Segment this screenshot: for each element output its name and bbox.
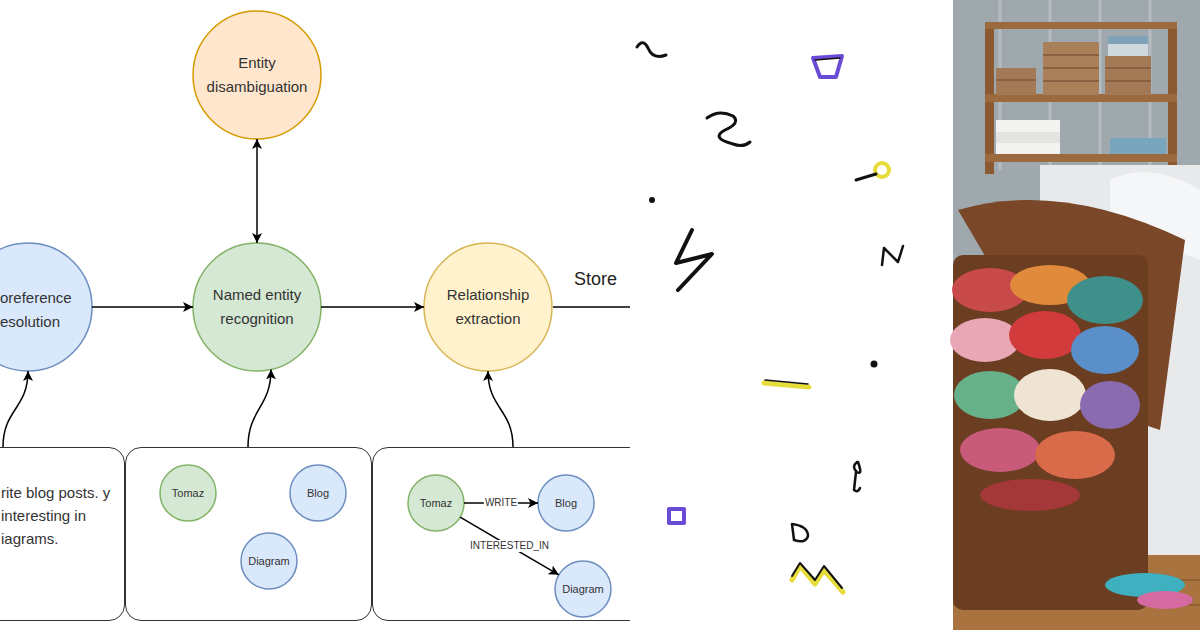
shelf-board bbox=[985, 94, 1177, 102]
circle-outline bbox=[423, 242, 553, 372]
clothes bbox=[1080, 381, 1140, 429]
circle-shape bbox=[290, 465, 346, 521]
clothes bbox=[960, 428, 1040, 472]
wall bbox=[953, 0, 1200, 630]
clothes bbox=[1009, 311, 1081, 359]
square bbox=[669, 509, 684, 523]
squiggle bbox=[856, 174, 876, 180]
store-line bbox=[553, 306, 630, 308]
basket bbox=[1105, 56, 1151, 95]
squiggle bbox=[637, 43, 666, 57]
zigzag bbox=[676, 230, 712, 290]
towel bbox=[996, 132, 1060, 143]
connector-arrow bbox=[460, 517, 559, 575]
node-text: Relationship extraction bbox=[432, 283, 544, 331]
dot bbox=[649, 197, 655, 203]
dot bbox=[871, 361, 878, 368]
basket bbox=[996, 68, 1036, 95]
process-circle: oreference esolution bbox=[0, 242, 93, 372]
letter-d bbox=[792, 524, 808, 541]
clothes bbox=[1067, 276, 1143, 324]
circle-shape bbox=[555, 561, 611, 617]
clothes bbox=[1035, 431, 1115, 479]
shelf-board bbox=[985, 22, 1177, 29]
node-text: Blog bbox=[539, 496, 593, 510]
circle-shape bbox=[193, 11, 321, 139]
node-text: Tomaz bbox=[161, 486, 215, 500]
circle-shape bbox=[160, 465, 216, 521]
squiggle bbox=[765, 380, 808, 384]
free-label: Store bbox=[574, 268, 617, 290]
connector-arrow bbox=[3, 371, 28, 447]
clothes-on-floor bbox=[1137, 591, 1193, 609]
clothes bbox=[1071, 326, 1139, 374]
connector-arrow bbox=[256, 139, 258, 243]
circle-shape bbox=[538, 475, 594, 531]
basket-weave bbox=[996, 55, 1151, 81]
node-text: Diagram bbox=[242, 554, 296, 568]
entity-circle: Diagram bbox=[554, 560, 612, 618]
towel bbox=[1110, 138, 1166, 154]
towel bbox=[996, 120, 1060, 132]
circle-shape bbox=[193, 243, 321, 371]
entity-circle: Blog bbox=[537, 474, 595, 532]
edge-label: WRITE bbox=[484, 497, 518, 509]
suitcase-body bbox=[953, 255, 1148, 610]
entity-circle: Blog bbox=[289, 464, 347, 522]
example-box: rite blog posts. y interesting in iagram… bbox=[0, 447, 125, 621]
connector-arrow bbox=[92, 306, 193, 308]
node-text: Entity disambiguation bbox=[201, 51, 313, 99]
clothes bbox=[1014, 369, 1086, 421]
letter-n bbox=[882, 246, 903, 265]
circle-shape bbox=[241, 533, 297, 589]
node-text: Tomaz bbox=[409, 496, 463, 510]
node-text: oreference esolution bbox=[0, 286, 76, 334]
zigzag bbox=[792, 563, 842, 588]
circle-shape bbox=[424, 243, 552, 371]
node-text: Blog bbox=[291, 486, 345, 500]
connector-layer bbox=[0, 0, 630, 630]
circle-shape bbox=[408, 475, 464, 531]
process-circle: Entity disambiguation bbox=[192, 10, 322, 140]
edge-label: INTERESTED_IN bbox=[469, 540, 550, 552]
clothes bbox=[980, 479, 1080, 511]
example-box: Tomaz BlogDiagram bbox=[125, 447, 372, 621]
process-circle: Named entity recognition bbox=[192, 242, 322, 372]
example-box: Tomaz BlogDiagram bbox=[372, 447, 630, 621]
folded-cloth bbox=[1108, 36, 1148, 44]
squiggle bbox=[707, 113, 750, 146]
clothes bbox=[950, 318, 1020, 362]
squiggle bbox=[854, 462, 860, 491]
shelf-board bbox=[985, 154, 1177, 162]
diagram-panel: Entity disambiguation oreference esolutio… bbox=[0, 0, 630, 630]
towel bbox=[996, 143, 1060, 154]
node-text: Diagram bbox=[556, 582, 610, 596]
folded-cloth bbox=[1108, 44, 1148, 56]
circle-outline bbox=[0, 242, 93, 372]
circle-outline bbox=[192, 242, 322, 372]
squiggle bbox=[815, 58, 840, 60]
circle-shape bbox=[0, 243, 92, 371]
node-text: rite blog posts. y interesting in iagram… bbox=[1, 481, 119, 550]
process-circle: Relationship extraction bbox=[423, 242, 553, 372]
connector-arrow bbox=[321, 306, 424, 308]
trapezoid bbox=[813, 56, 842, 77]
connector-arrow bbox=[488, 371, 513, 447]
connector-arrow bbox=[248, 369, 271, 447]
node-text: Named entity recognition bbox=[201, 283, 313, 331]
entity-circle: Diagram bbox=[240, 532, 298, 590]
entity-circle: Tomaz bbox=[159, 464, 217, 522]
circle-outline bbox=[192, 10, 322, 140]
entity-circle: Tomaz bbox=[407, 474, 465, 532]
